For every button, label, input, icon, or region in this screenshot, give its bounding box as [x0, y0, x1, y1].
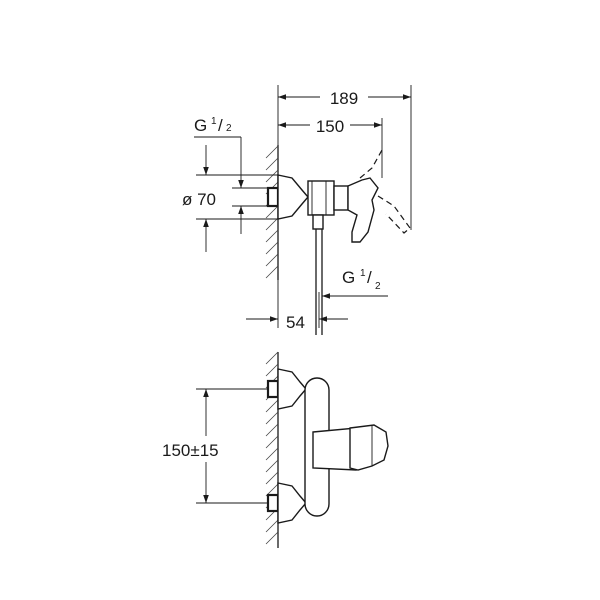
side-outlet-pipe	[312, 214, 324, 335]
dim-lever-depth: 150	[316, 117, 344, 136]
side-flange	[277, 174, 309, 220]
front-upper-inlet-connector	[266, 379, 280, 399]
front-lower-flange	[277, 482, 307, 524]
front-upper-flange	[277, 368, 307, 410]
dim-total-depth: 189	[330, 89, 358, 108]
svg-text:2: 2	[375, 281, 381, 292]
side-lever-handle	[347, 177, 379, 243]
svg-text:/: /	[218, 116, 223, 135]
side-view: 189 150 G 1 / 2 ø 70 G 1	[182, 85, 412, 335]
svg-text:ø 70: ø 70	[182, 190, 216, 209]
side-lever-open-position	[359, 149, 411, 234]
side-inlet-connector	[266, 186, 280, 208]
svg-text:54: 54	[286, 313, 305, 332]
front-view: 150±15	[162, 351, 389, 548]
svg-text:2: 2	[226, 123, 232, 134]
side-wall-hatching	[265, 145, 279, 280]
svg-text:1: 1	[360, 268, 366, 279]
svg-text:1: 1	[211, 116, 217, 127]
svg-text:150±15: 150±15	[162, 441, 219, 460]
dim-outlet-offset: 54	[246, 280, 348, 332]
dim-inlet-spacing: 150±15	[162, 388, 268, 504]
dim-outlet-thread: G 1 / 2	[322, 268, 388, 299]
dim-inlet-thread: G 1 / 2	[194, 116, 268, 234]
svg-text:G: G	[342, 268, 355, 287]
front-lever-handle	[312, 424, 389, 471]
svg-text:/: /	[367, 268, 372, 287]
side-valve-body	[307, 180, 349, 216]
dim-flange-diameter: ø 70	[182, 145, 278, 252]
svg-text:G: G	[194, 116, 207, 135]
front-lower-inlet-connector	[266, 493, 280, 513]
